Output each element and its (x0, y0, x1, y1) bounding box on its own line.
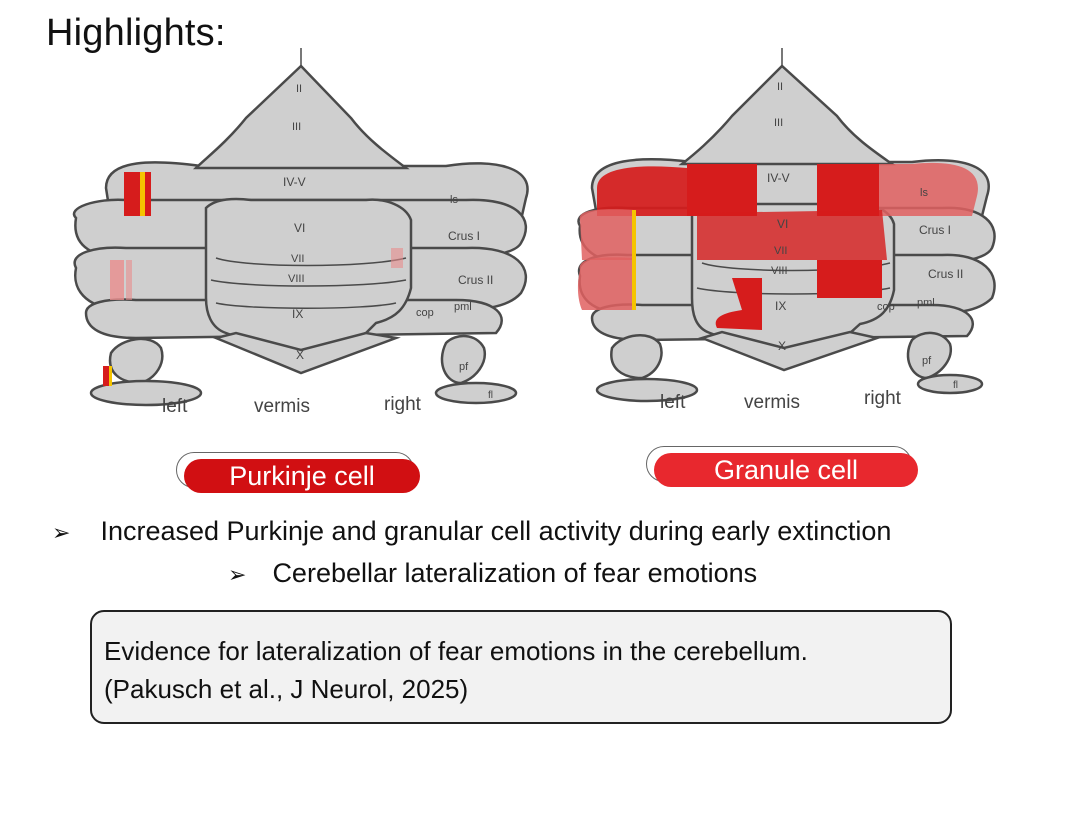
lobule-label-viii: VIII (771, 265, 788, 277)
side-label-right: right (384, 394, 422, 415)
evidence-citation: (Pakusch et al., J Neurol, 2025) (104, 674, 469, 704)
lobule-label-iv-v: IV-V (767, 171, 790, 185)
cerebellum-diagram-granule: II III IV-V VI VII VIII IX X ls Crus I C… (577, 48, 996, 413)
lobule-label-vii: VII (774, 245, 787, 257)
lobule-label-ix: IX (292, 307, 303, 321)
hemisphere-label-cop: cop (416, 307, 434, 319)
side-label-left: left (162, 396, 188, 417)
granule-cell-label: Granule cell (646, 446, 918, 492)
lobule-label-ii: II (777, 81, 783, 93)
bullet-text: Cerebellar lateralization of fear emotio… (272, 558, 758, 588)
hemisphere-label-ls: ls (450, 194, 458, 206)
hemisphere-label-crus-i: Crus I (448, 229, 480, 243)
side-label-vermis: vermis (254, 396, 310, 417)
hemisphere-label-fl: fl (953, 380, 958, 391)
lobule-label-ii: II (296, 83, 302, 95)
hemisphere-label-crus-i: Crus I (919, 223, 951, 237)
hemisphere-label-pf: pf (459, 361, 469, 373)
side-label-vermis: vermis (744, 392, 800, 413)
side-label-right: right (864, 388, 902, 409)
hemisphere-label-ls: ls (920, 187, 928, 199)
arrow-bullet-icon: ➢ (52, 520, 71, 545)
lobule-label-iii: III (774, 117, 783, 129)
evidence-box: Evidence for lateralization of fear emot… (90, 610, 952, 724)
granule-cell-pill: Granule cell (654, 453, 918, 487)
lobule-label-iii: III (292, 121, 301, 133)
lobule-label-viii: VIII (288, 273, 305, 285)
side-label-left: left (660, 392, 686, 413)
lobule-label-ix: IX (775, 299, 786, 313)
bullet-item: ➢ Cerebellar lateralization of fear emoti… (228, 558, 757, 589)
hemisphere-label-pml: pml (917, 297, 935, 309)
lobule-label-vi: VI (777, 217, 788, 231)
hemisphere-label-cop: cop (877, 301, 895, 313)
cerebellum-diagram-purkinje: II III IV-V VI VII VIII IX X ls Crus I C… (72, 48, 529, 417)
lobule-label-iv-v: IV-V (283, 175, 306, 189)
lobule-label-x: X (778, 339, 786, 353)
hemisphere-label-pf: pf (922, 355, 932, 367)
lobule-label-x: X (296, 348, 304, 362)
evidence-statement: Evidence for lateralization of fear emot… (104, 636, 808, 666)
hemisphere-label-crus-ii: Crus II (928, 267, 963, 281)
purkinje-cell-label: Purkinje cell (176, 452, 420, 498)
hemisphere-label-pml: pml (454, 301, 472, 313)
purkinje-cell-pill: Purkinje cell (184, 459, 420, 493)
hemisphere-label-crus-ii: Crus II (458, 273, 493, 287)
bullet-text: Increased Purkinje and granular cell act… (100, 516, 892, 546)
lobule-label-vii: VII (291, 253, 304, 265)
arrow-bullet-icon: ➢ (228, 562, 247, 587)
lobule-label-vi: VI (294, 221, 305, 235)
hemisphere-label-fl: fl (488, 390, 493, 401)
heading: Highlights: (46, 12, 226, 54)
bullet-item: ➢ Increased Purkinje and granular cell ac… (52, 516, 891, 547)
